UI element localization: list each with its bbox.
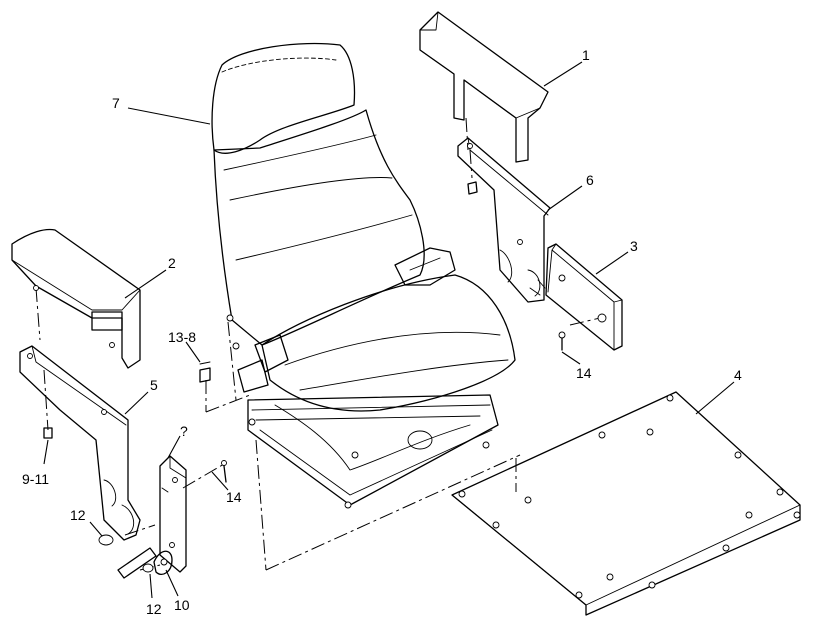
- callout-14-left: 14: [226, 489, 242, 505]
- callout-13-8: 13-8: [168, 329, 196, 345]
- seat-base: [247, 394, 499, 506]
- callout-4: 4: [734, 367, 742, 383]
- screw-right: [558, 331, 566, 351]
- pad-right: [545, 243, 623, 351]
- seat-assembly: [211, 42, 516, 509]
- assembly-lines: [35, 117, 601, 571]
- callout-12-upper: 12: [70, 507, 86, 523]
- bracket-left: [19, 345, 141, 541]
- small-bracket: [159, 455, 187, 573]
- callout-6: 6: [586, 172, 594, 188]
- armrest-left: [11, 228, 141, 369]
- callout-2: 2: [168, 255, 176, 271]
- callout-5: 5: [150, 377, 158, 393]
- mounting-plate: [451, 391, 801, 616]
- bracket-right: [457, 137, 551, 303]
- callout-12-lower: 12: [146, 601, 162, 617]
- callout-10: 10: [174, 597, 190, 613]
- washers-and-knob: [98, 534, 173, 579]
- callout-14-right: 14: [576, 365, 592, 381]
- plate-holes: [458, 394, 801, 599]
- leader-lines: [43, 61, 735, 599]
- fastener-13-8: [199, 361, 211, 383]
- callout-1: 1: [582, 47, 590, 63]
- callout-small-bracket: ?: [180, 423, 188, 439]
- callout-3: 3: [630, 238, 638, 254]
- callout-labels: 7 1 2 3 4 5 6 13-8 9-11 14 14 12 12 10 ?: [22, 47, 742, 617]
- callout-7: 7: [112, 95, 120, 111]
- callout-9-11: 9-11: [22, 471, 49, 487]
- seat-cushion: [261, 274, 516, 412]
- seat-headrest: [211, 42, 356, 154]
- armrest-right: [419, 11, 549, 163]
- screw-left: [221, 460, 227, 483]
- seat-backrest: [213, 109, 425, 346]
